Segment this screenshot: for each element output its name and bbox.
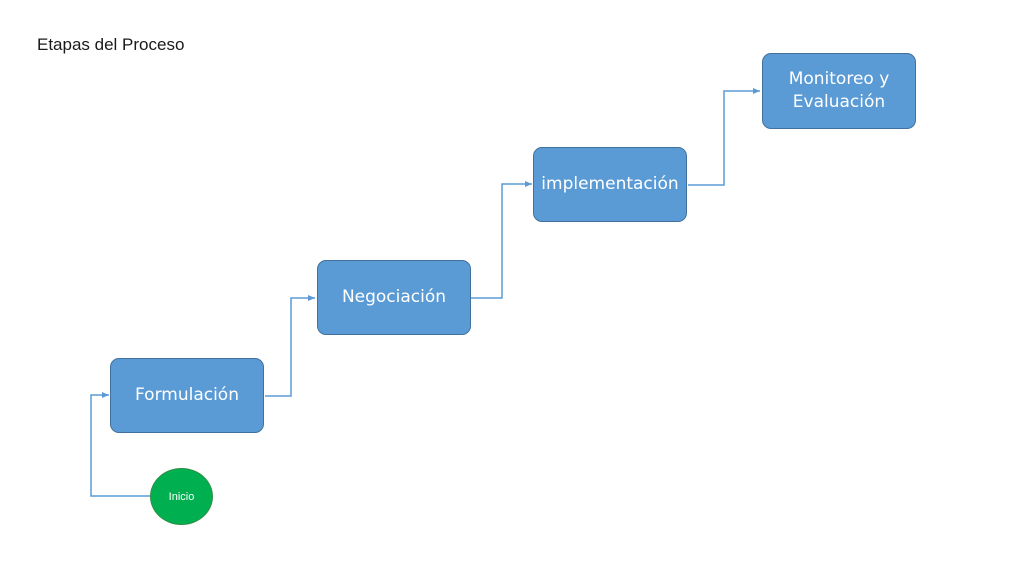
stage-monitoreo-evaluacion-label: Monitoreo y Evaluación <box>788 69 890 112</box>
page-title: Etapas del Proceso <box>37 35 185 54</box>
connector-implementacion-to-monitoreo <box>688 88 760 186</box>
stage-implementacion-label: implementación <box>541 174 679 194</box>
connector-formulacion-to-negociacion <box>265 295 315 397</box>
stage-formulacion: Formulación <box>110 358 264 433</box>
start-node: Inicio <box>150 468 213 525</box>
start-node-label: Inicio <box>168 490 195 503</box>
connector-inicio-to-formulacion <box>90 392 150 497</box>
stage-negociacion: Negociación <box>317 260 471 335</box>
stage-negociacion-label: Negociación <box>341 287 447 307</box>
stage-implementacion: implementación <box>533 147 687 222</box>
stage-monitoreo-evaluacion: Monitoreo y Evaluación <box>762 53 916 129</box>
stage-formulacion-label: Formulación <box>135 385 239 405</box>
connector-negociacion-to-implementacion <box>471 181 532 299</box>
